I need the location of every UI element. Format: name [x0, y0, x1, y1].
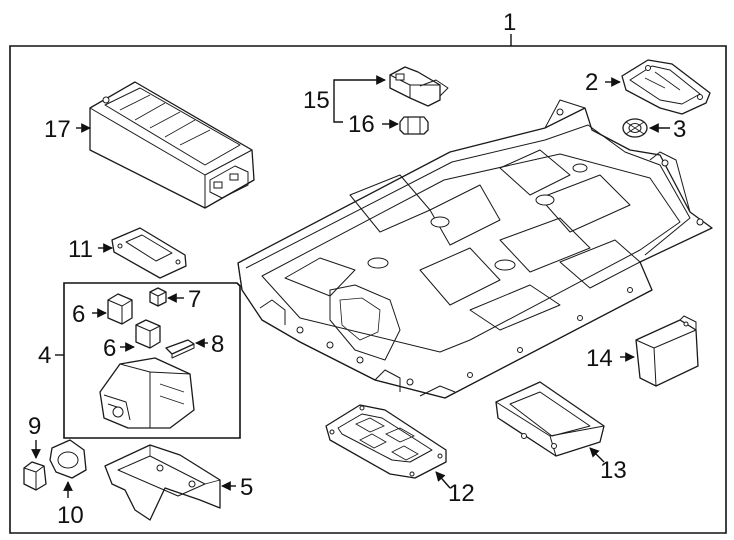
- connector-block: [389, 66, 449, 107]
- control-unit: [99, 357, 195, 429]
- callout-17: 17: [44, 116, 71, 143]
- sensor: [399, 116, 429, 135]
- callout-3: 3: [673, 116, 686, 143]
- callout-10: 10: [57, 502, 84, 529]
- callout-6b: 6: [103, 335, 116, 362]
- relay-small: [149, 287, 167, 307]
- callout-13-leader: [589, 447, 605, 463]
- fuse: [165, 339, 195, 359]
- outer-frame: [9, 45, 727, 534]
- callout-5: 5: [240, 474, 253, 501]
- callout-13: 13: [600, 457, 627, 484]
- callout-15: 15: [303, 87, 330, 114]
- callout-7: 7: [188, 286, 201, 313]
- callout-14: 14: [586, 345, 613, 372]
- seal-gasket: [111, 227, 187, 279]
- callout-15-branch: [333, 100, 343, 123]
- battery-tray: [237, 99, 713, 399]
- callout-1: 1: [503, 9, 516, 36]
- callout-2: 2: [585, 69, 598, 96]
- lower-cover: [325, 404, 447, 479]
- callout-12-leader: [435, 471, 451, 489]
- callout-6a: 6: [72, 301, 85, 328]
- callout-11: 11: [68, 236, 93, 263]
- module-housing: [495, 381, 605, 457]
- callout-15-leader: [333, 75, 386, 100]
- callout-16: 16: [348, 111, 375, 138]
- callout-9: 9: [28, 413, 41, 440]
- cover-plate: [621, 59, 711, 115]
- callout-12: 12: [448, 480, 475, 507]
- group-box-4: [63, 282, 241, 439]
- bracket: [104, 444, 221, 521]
- small-connector: [23, 461, 47, 491]
- battery-module: [89, 81, 255, 209]
- gasket: [49, 439, 87, 479]
- grommet: [622, 118, 648, 138]
- callout-8: 8: [211, 331, 224, 358]
- relay-upper: [107, 293, 133, 325]
- relay-lower: [135, 319, 161, 349]
- callout-4: 4: [38, 342, 51, 369]
- control-module: [635, 315, 699, 387]
